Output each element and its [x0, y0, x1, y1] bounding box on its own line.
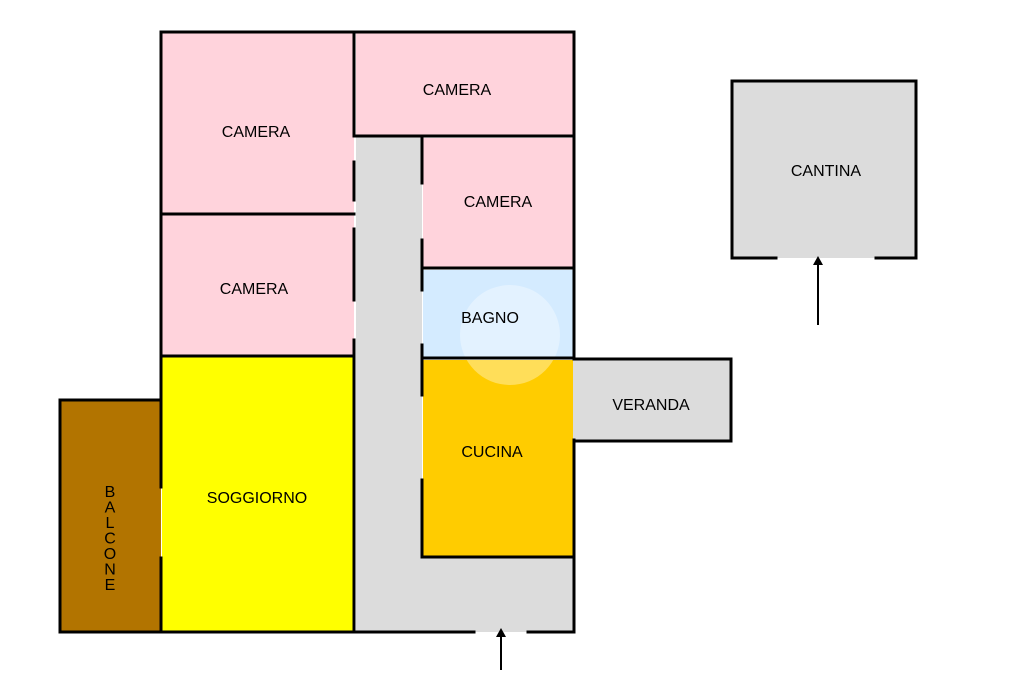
room-camera-mid-right [423, 138, 573, 268]
watermark-circle [460, 285, 560, 385]
label-camera-top-left: CAMERA [222, 124, 291, 141]
label-camera-top-right: CAMERA [423, 82, 492, 99]
walls [58, 30, 918, 634]
entrance-arrow-cantina [813, 256, 823, 325]
label-soggiorno: SOGGIORNO [207, 490, 307, 507]
label-cucina: CUCINA [461, 444, 523, 461]
label-balcone-letter: O [104, 546, 116, 563]
room-cucina [423, 360, 573, 557]
room-camera-top-left [162, 33, 354, 213]
room-bagno [423, 270, 573, 358]
room-veranda [573, 360, 730, 440]
label-balcone-letter: N [104, 562, 116, 579]
room-cantina [733, 82, 915, 258]
label-balcone-letter: L [106, 515, 115, 532]
label-balcone-letter: E [105, 577, 116, 594]
label-balcone-letter: B [105, 484, 116, 501]
label-cantina: CANTINA [791, 163, 862, 180]
room-balcone [60, 401, 161, 631]
label-camera-mid-right: CAMERA [464, 194, 533, 211]
room-camera-mid-left [162, 215, 354, 355]
label-veranda: VERANDA [612, 397, 690, 414]
label-camera-mid-left: CAMERA [220, 281, 289, 298]
room-soggiorno [162, 357, 355, 632]
room-camera-top-right [356, 33, 573, 136]
label-balcone-letter: A [105, 500, 116, 517]
corridor [356, 137, 573, 632]
label-bagno: BAGNO [461, 310, 519, 327]
entrance-arrow-main [496, 628, 506, 670]
label-balcone-letter: C [104, 531, 116, 548]
